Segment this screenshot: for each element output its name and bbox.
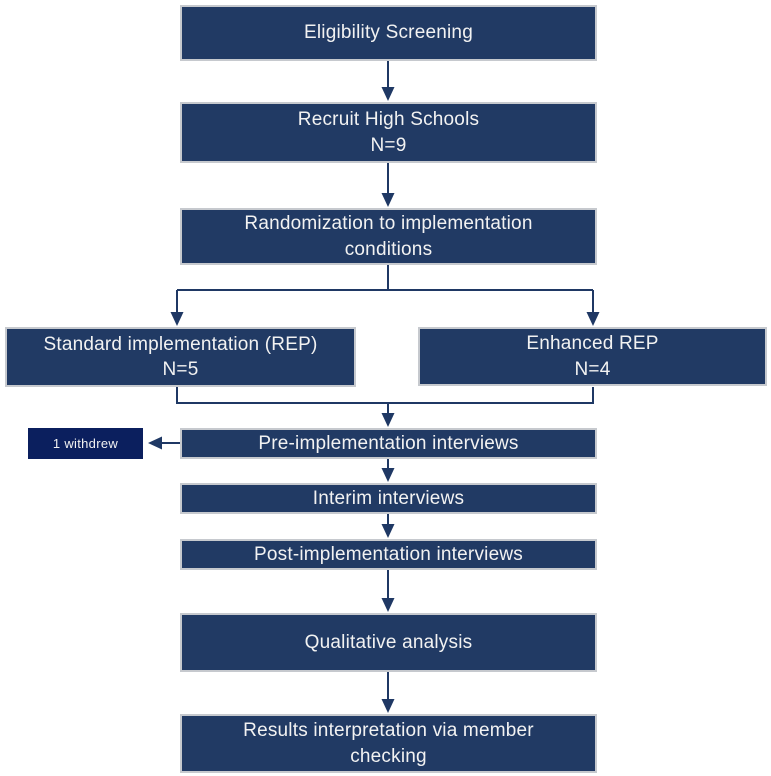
node-label: Interim interviews [312, 487, 465, 509]
node-label: Post-implementation interviews [254, 543, 523, 565]
node-count: N=5 [162, 359, 199, 380]
node-count: N=4 [574, 358, 611, 380]
node-interim-interviews: Interim interviews [180, 483, 597, 514]
node-eligibility-screening: Eligibility Screening [180, 5, 597, 61]
node-label: Recruit High Schools [297, 109, 480, 131]
node-pre-implementation-interviews: Pre-implementation interviews [180, 428, 597, 459]
node-label: Eligibility Screening [304, 22, 473, 44]
node-recruit-high-schools: Recruit High Schools N=9 [180, 102, 597, 163]
node-standard-implementation-rep: Standard implementation (REP) N=5 [5, 327, 356, 387]
node-label: 1 withdrew [52, 435, 119, 451]
node-withdrew: 1 withdrew [28, 428, 143, 459]
node-label: Results interpretation via member [243, 720, 534, 742]
node-qualitative-analysis: Qualitative analysis [180, 613, 597, 672]
node-count: N=9 [370, 134, 407, 156]
node-label: checking [350, 745, 427, 767]
node-label: Pre-implementation interviews [258, 432, 519, 454]
node-label: Randomization to implementation [244, 213, 533, 235]
node-post-implementation-interviews: Post-implementation interviews [180, 539, 597, 570]
node-label: Qualitative analysis [304, 631, 473, 653]
node-results-interpretation: Results interpretation via member checki… [180, 714, 597, 773]
node-randomization: Randomization to implementation conditio… [180, 208, 597, 265]
node-label: Standard implementation (REP) [43, 333, 318, 355]
node-label: Enhanced REP [526, 333, 659, 355]
node-enhanced-rep: Enhanced REP N=4 [418, 327, 767, 386]
node-label: conditions [344, 238, 433, 260]
